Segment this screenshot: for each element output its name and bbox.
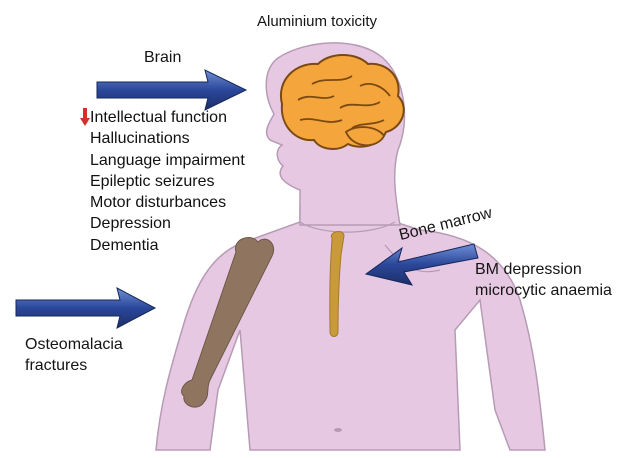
brain-effects-list: Intellectual function Hallucinations Lan… bbox=[90, 107, 245, 256]
bone-marrow-effect-2: microcytic anaemia bbox=[475, 281, 612, 301]
navel bbox=[334, 428, 342, 432]
bone-marrow-effect-1: BM depression bbox=[475, 260, 582, 280]
right-arrow-icon bbox=[97, 70, 246, 110]
brain-label: Brain bbox=[144, 48, 181, 68]
brain-effect-item: Language impairment bbox=[90, 150, 245, 171]
brain-illustration bbox=[281, 55, 404, 149]
brain-effect-item: Epileptic seizures bbox=[90, 171, 245, 192]
diagram-title: Aluminium toxicity bbox=[257, 12, 377, 32]
brain-effect-item: Depression bbox=[90, 213, 245, 234]
bone-effect-1: Osteomalacia bbox=[25, 335, 123, 355]
brain-effect-item: Hallucinations bbox=[90, 128, 245, 149]
down-arrow-icon bbox=[80, 108, 90, 126]
right-arrow-icon bbox=[16, 288, 155, 328]
brain-effect-item: Dementia bbox=[90, 235, 245, 256]
bone-effect-2: fractures bbox=[25, 356, 87, 376]
brain-effect-item: Motor disturbances bbox=[90, 192, 245, 213]
brain-effect-item: Intellectual function bbox=[90, 107, 245, 128]
